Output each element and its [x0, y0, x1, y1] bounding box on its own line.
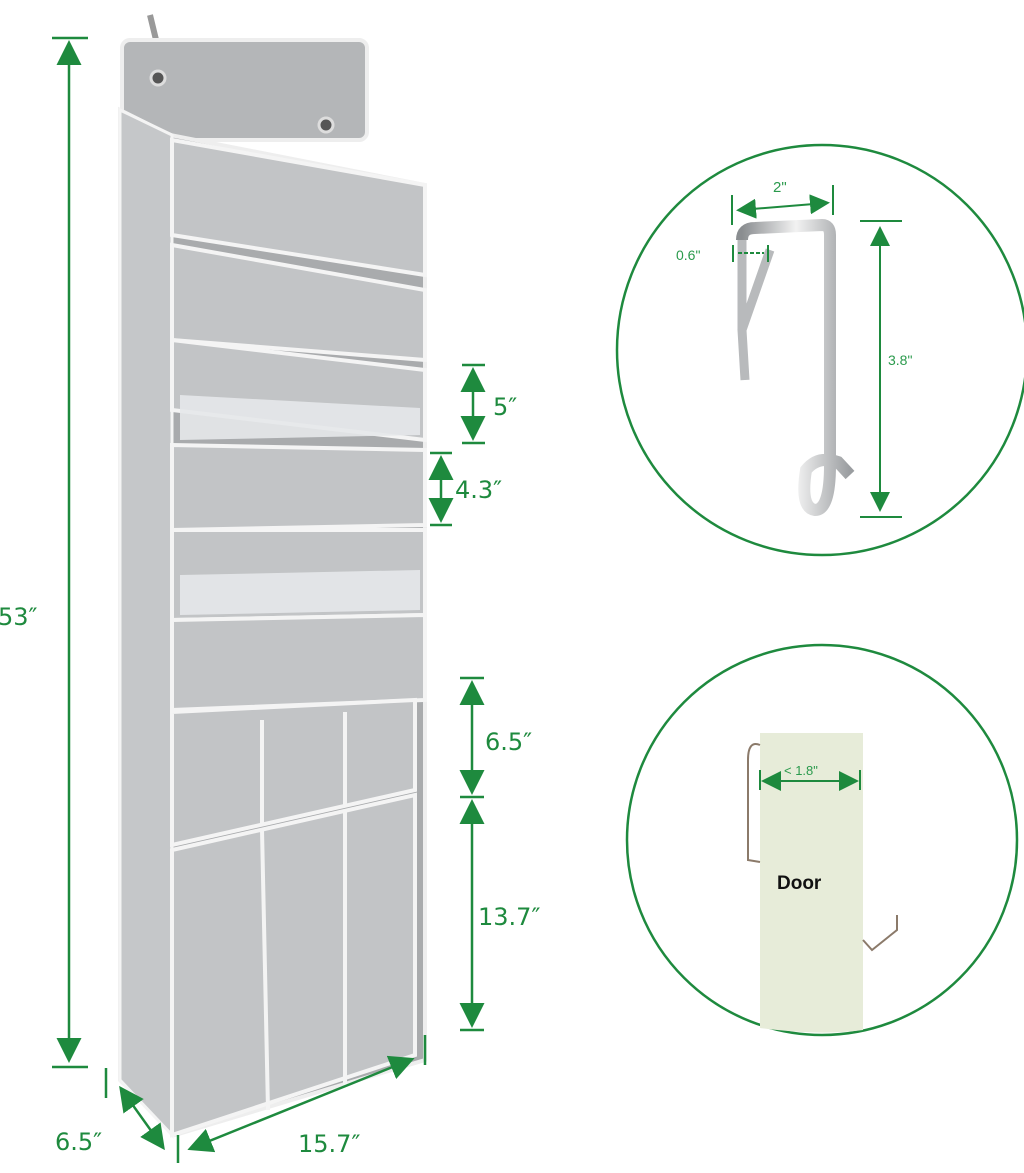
door-hook-icon [747, 743, 898, 952]
hook-height-label: 3.8" [888, 352, 912, 368]
side-mesh-panel [118, 107, 174, 1139]
door-thickness-label: < 1.8" [784, 763, 818, 778]
pocket-height-label-3: 6.5″ [485, 728, 532, 756]
height-label: 53″ [0, 603, 38, 631]
hook-detail-circle: 2" 0.6" 3.8" [615, 143, 1024, 557]
depth-label: 6.5″ [55, 1128, 102, 1156]
pocket-height-label-2: 4.3″ [455, 476, 502, 504]
organizer-dimension-lines [52, 36, 486, 1163]
pocket-height-label-1: 5″ [493, 393, 517, 421]
door-panel [760, 733, 863, 1033]
hook-icon [736, 218, 855, 517]
hook-width-label: 2" [773, 179, 787, 196]
door-label: Door [777, 873, 822, 894]
door-detail-circle: < 1.8" Door [625, 643, 1019, 1037]
pocket-height-label-4: 13.7″ [478, 903, 540, 931]
organizer-illustration [118, 14, 427, 1139]
top-flap [120, 38, 369, 142]
hook-gap-label: 0.6" [676, 247, 700, 263]
width-label: 15.7″ [298, 1130, 360, 1158]
